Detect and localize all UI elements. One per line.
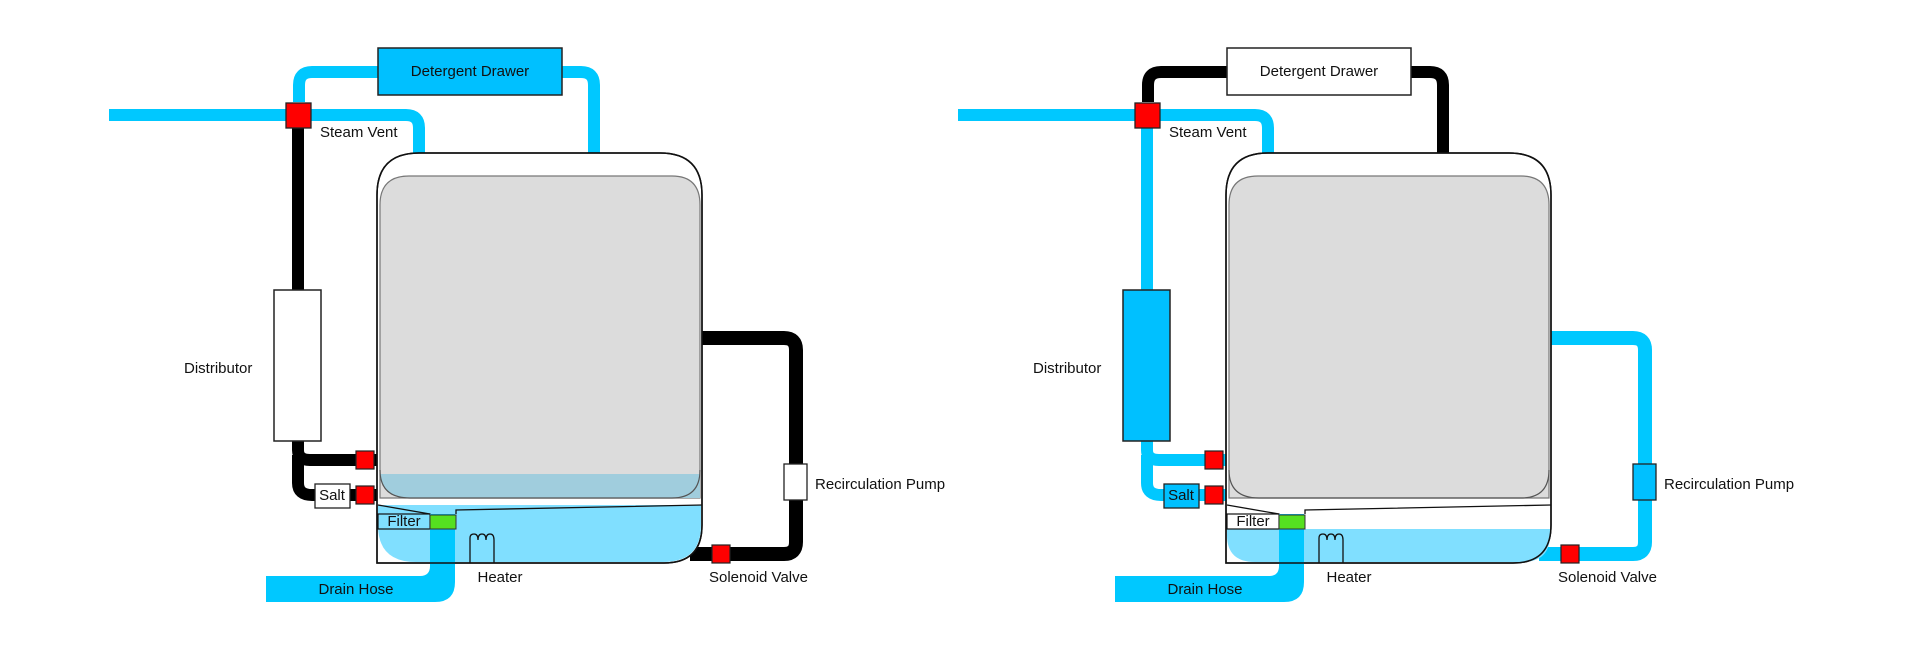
heater-icon [1318, 533, 1344, 563]
drawer-outlet-pipe [1409, 66, 1449, 156]
filter-mesh [1278, 514, 1306, 530]
drain-hose [266, 514, 455, 602]
detergent-drawer-label: Detergent Drawer [1260, 63, 1378, 80]
solenoid-valve-label: Solenoid Valve [1558, 569, 1657, 586]
drain-hose-label: Drain Hose [1167, 581, 1242, 598]
heater-label: Heater [1326, 569, 1371, 586]
solenoid-valve [711, 544, 731, 564]
recirculation-pipe [690, 331, 803, 561]
steam-vent-pipe [298, 109, 425, 156]
drawer-inlet-pipe [1142, 66, 1229, 102]
salt-container [314, 483, 351, 509]
salt-label: Salt [319, 487, 346, 504]
sump-water [1227, 529, 1550, 562]
recirculation-pump-label: Recirculation Pump [1664, 476, 1794, 493]
inner-tub [1228, 175, 1550, 499]
inner-tub-bottom-edge [1228, 469, 1550, 499]
salt-valve [355, 485, 375, 505]
floor-right-line [1304, 504, 1552, 514]
salt-line-pipe [1141, 455, 1227, 501]
salt-valve [1204, 485, 1224, 505]
distributor [273, 289, 322, 442]
steam-vent-pipe [1147, 109, 1274, 156]
detergent-drawer [377, 47, 563, 96]
distributor-label: Distributor [1033, 360, 1101, 377]
floor-right-line [455, 504, 703, 514]
steam-vent-valve [1134, 102, 1161, 129]
drawer-outlet-pipe [560, 66, 600, 156]
heater-icon [469, 533, 495, 563]
distributor-label: Distributor [184, 360, 252, 377]
solenoid-valve [1560, 544, 1580, 564]
tub-water [380, 474, 700, 498]
filter-label: Filter [387, 513, 420, 530]
filter-mesh [429, 514, 457, 530]
salt-container [1163, 483, 1200, 509]
steam-vent-label: Steam Vent [320, 124, 398, 141]
floor-left-line [377, 504, 431, 515]
drain-hose [1115, 514, 1304, 602]
drain-hose-label: Drain Hose [318, 581, 393, 598]
tank-outline [376, 152, 703, 564]
recirculation-pump-label: Recirculation Pump [815, 476, 945, 493]
drawer-inlet-pipe [293, 66, 380, 102]
steam-vent-valve [285, 102, 312, 129]
recirculation-pump [1632, 463, 1657, 501]
inner-tub [379, 175, 701, 499]
distributor-valve [355, 450, 375, 470]
inner-tub-bottom-edge [379, 469, 701, 499]
sump-water [378, 505, 701, 562]
solenoid-valve-label: Solenoid Valve [709, 569, 808, 586]
floor-left-line [1226, 504, 1280, 515]
salt-label: Salt [1168, 487, 1195, 504]
filter-label: Filter [1236, 513, 1269, 530]
recirculation-pipe [1539, 331, 1652, 561]
salt-line-pipe [292, 455, 378, 501]
recirculation-pump [783, 463, 808, 501]
steam-vent-label: Steam Vent [1169, 124, 1247, 141]
tank-outline [1225, 152, 1552, 564]
heater-label: Heater [477, 569, 522, 586]
distributor [1122, 289, 1171, 442]
detergent-drawer-label: Detergent Drawer [411, 63, 529, 80]
detergent-drawer [1226, 47, 1412, 96]
distributor-valve [1204, 450, 1224, 470]
